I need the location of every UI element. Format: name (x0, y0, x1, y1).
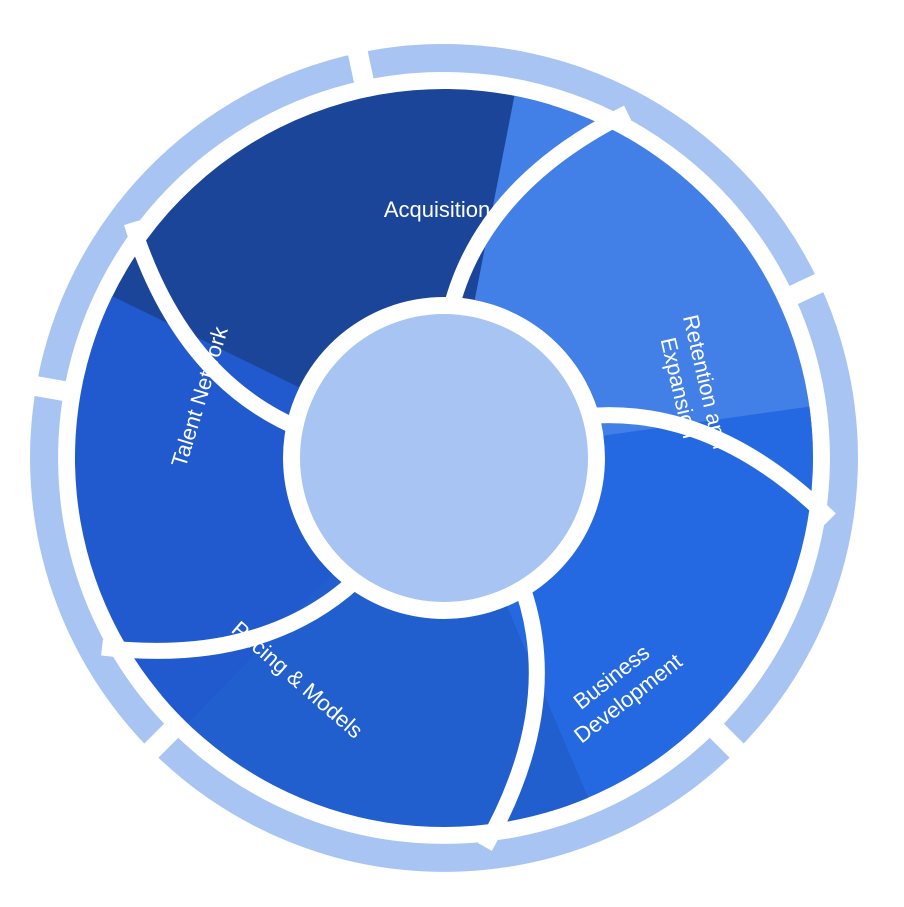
segment-business (491, 406, 814, 811)
outer-ring-arc (30, 386, 172, 751)
segment-separator (477, 574, 545, 851)
segment-separator (441, 105, 632, 319)
segment-acquisition (97, 88, 552, 403)
outer-ring-gap (30, 375, 70, 402)
segment-separator (101, 567, 369, 659)
segment-separator (577, 407, 836, 525)
outer-ring-arc (357, 43, 820, 295)
outer-ring-gap (707, 721, 747, 761)
segment-retention (474, 95, 813, 453)
label-acquisition-line: Acquisition (384, 197, 490, 222)
outer-ring-gap (141, 721, 181, 761)
segment-talent (74, 296, 333, 724)
label-acquisition: Acquisition (384, 197, 490, 222)
outer-ring-gap (347, 47, 375, 87)
segment-separator (124, 220, 309, 439)
outer-ring-arc (36, 53, 364, 391)
center-circle (300, 314, 588, 602)
outer-ring-gap (785, 272, 828, 306)
outer-ring-arc (151, 730, 737, 872)
segments-ring (74, 88, 836, 851)
